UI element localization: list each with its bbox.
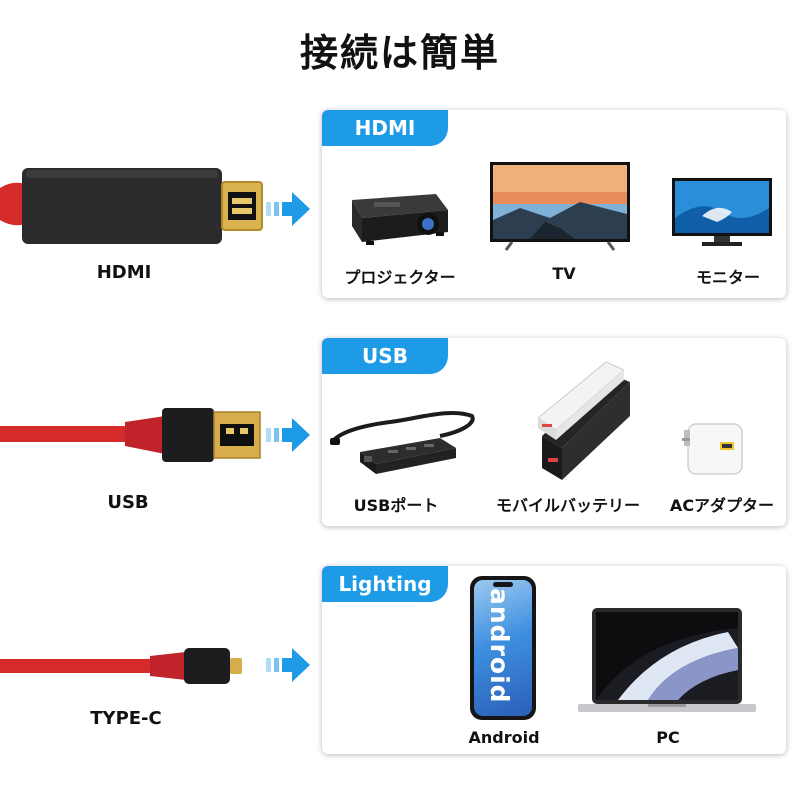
tv-icon: [490, 162, 630, 251]
usb-hub-icon: [330, 411, 475, 474]
type-c-cable-icon: [0, 648, 242, 684]
panel-lighting: Lighting android Android PC: [322, 566, 786, 754]
panel-tag-lighting: Lighting: [322, 566, 448, 602]
usb-cable-icon: [0, 408, 261, 462]
page-title: 接続は簡単: [299, 31, 500, 75]
panel-tag-hdmi: HDMI: [322, 110, 448, 146]
projector-icon: [352, 194, 448, 245]
panel-hdmi: HDMI プロジェクター TV モニター: [322, 110, 786, 298]
panel-usb: USB USBポート モバイルバッテリー ACアダプター: [322, 338, 786, 526]
monitor-icon: [672, 178, 772, 246]
device-label: モニター: [695, 268, 761, 287]
device-label: ACアダプター: [669, 496, 775, 515]
smartphone-icon: android: [470, 576, 536, 720]
device-label: TV: [552, 264, 576, 283]
device-label: プロジェクター: [344, 268, 456, 287]
panel-tag-usb: USB: [322, 338, 448, 374]
cable-label-usb: USB: [107, 492, 149, 513]
ac-adapter-icon: [682, 423, 743, 475]
device-label: PC: [656, 728, 680, 747]
device-label: Android: [468, 728, 540, 747]
power-bank-icon: [537, 361, 630, 480]
phone-screen: android: [474, 580, 532, 716]
phone-screen-text: android: [485, 588, 514, 704]
device-label: USBポート: [353, 496, 439, 515]
cable-label-hdmi: HDMI: [96, 262, 152, 283]
arrow-right-icon: [266, 192, 310, 226]
device-label: モバイルバッテリー: [495, 496, 641, 515]
arrow-right-icon: [266, 418, 310, 452]
hdmi-cable-icon: [0, 168, 263, 244]
cable-label-type-c: TYPE-C: [90, 708, 162, 729]
arrow-right-icon: [266, 648, 310, 682]
laptop-icon: [578, 608, 756, 712]
